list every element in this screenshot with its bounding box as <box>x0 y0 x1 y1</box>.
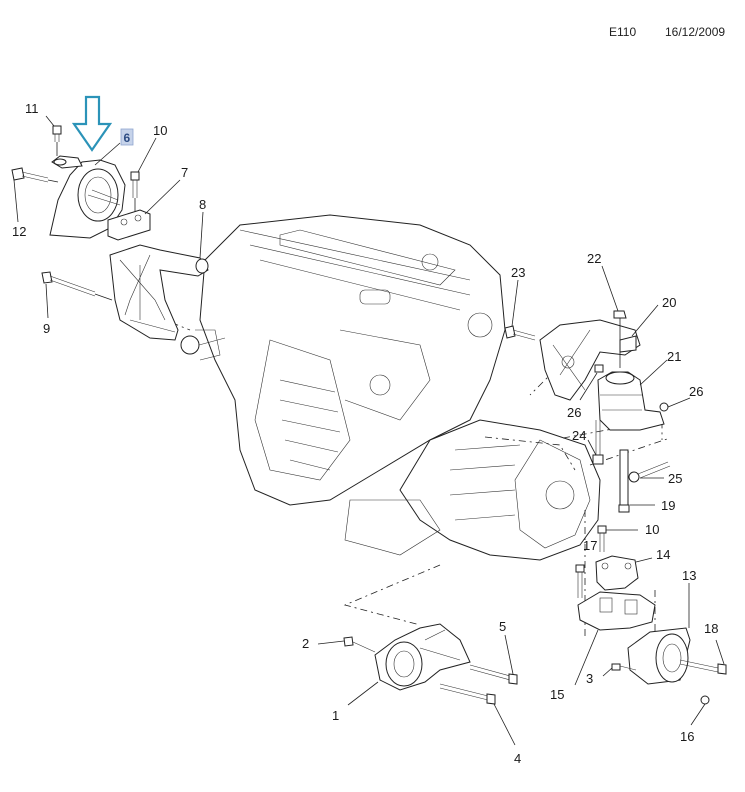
part-18-bolt <box>679 659 727 675</box>
callout-23[interactable]: 23 <box>511 265 525 280</box>
callout-16[interactable]: 16 <box>680 729 694 744</box>
callout-25[interactable]: 25 <box>668 471 682 486</box>
callout-20[interactable]: 20 <box>662 295 676 310</box>
callout-15[interactable]: 15 <box>550 687 564 702</box>
highlighted-part-box[interactable] <box>120 128 134 146</box>
callout-26-right[interactable]: 26 <box>689 384 703 399</box>
part-10-bolt-top <box>130 171 140 212</box>
callout-17[interactable]: 17 <box>583 538 597 553</box>
transmission-assembly <box>344 419 601 561</box>
callout-10-lower[interactable]: 10 <box>645 522 659 537</box>
callout-10-top[interactable]: 10 <box>153 123 167 138</box>
part-14-spacer <box>595 555 639 591</box>
leader-lines <box>13 115 725 746</box>
callout-26-left[interactable]: 26 <box>567 405 581 420</box>
part-24-bolt <box>592 420 604 465</box>
part-22-nut <box>613 310 627 368</box>
diagram-code: E110 <box>609 25 637 39</box>
part-26-washer-right <box>659 402 669 412</box>
part-9-bolt <box>41 271 113 301</box>
part-6-engine-mount <box>49 155 126 239</box>
callout-14[interactable]: 14 <box>656 547 670 562</box>
callout-8[interactable]: 8 <box>199 197 206 212</box>
callout-9[interactable]: 9 <box>43 321 50 336</box>
part-11-bolt <box>52 125 62 156</box>
part-12-bolt <box>11 167 59 183</box>
callout-1[interactable]: 1 <box>332 708 339 723</box>
callout-19[interactable]: 19 <box>661 498 675 513</box>
part-5-bolt <box>469 664 518 685</box>
part-13-mount <box>627 627 691 685</box>
part-8-bracket <box>109 244 209 341</box>
diagram-date: 16/12/2009 <box>665 25 726 39</box>
callout-labels: 11 12 10 7 8 9 23 22 20 21 26 26 24 25 1… <box>12 101 718 766</box>
part-23-bolt <box>504 325 536 341</box>
part-21-mount <box>597 371 665 431</box>
part-2-nut <box>343 636 376 653</box>
callout-2[interactable]: 2 <box>302 636 309 651</box>
part-20-bracket <box>539 319 641 401</box>
callout-12[interactable]: 12 <box>12 224 26 239</box>
callout-3[interactable]: 3 <box>586 671 593 686</box>
part-19-bolt <box>618 449 630 513</box>
part-17-bolt <box>575 564 585 598</box>
part-16-nut <box>700 695 710 705</box>
callout-13[interactable]: 13 <box>682 568 696 583</box>
callout-11[interactable]: 11 <box>25 101 39 116</box>
callout-6-highlighted[interactable]: 6 <box>124 131 131 145</box>
part-1-mount <box>374 623 471 691</box>
part-10-bolt-lower <box>597 525 607 552</box>
part-26-washer-left <box>594 364 604 373</box>
callout-18[interactable]: 18 <box>704 621 718 636</box>
callout-24[interactable]: 24 <box>572 428 586 443</box>
callout-5[interactable]: 5 <box>499 619 506 634</box>
part-7-spacer <box>107 209 151 241</box>
callout-22[interactable]: 22 <box>587 251 601 266</box>
part-15-bracket <box>577 591 656 631</box>
callout-21[interactable]: 21 <box>667 349 681 364</box>
highlight-arrow-icon <box>71 95 113 152</box>
callout-7[interactable]: 7 <box>181 165 188 180</box>
callout-4[interactable]: 4 <box>514 751 521 766</box>
part-4-bolt <box>439 683 496 705</box>
part-25-bolt <box>628 461 671 483</box>
